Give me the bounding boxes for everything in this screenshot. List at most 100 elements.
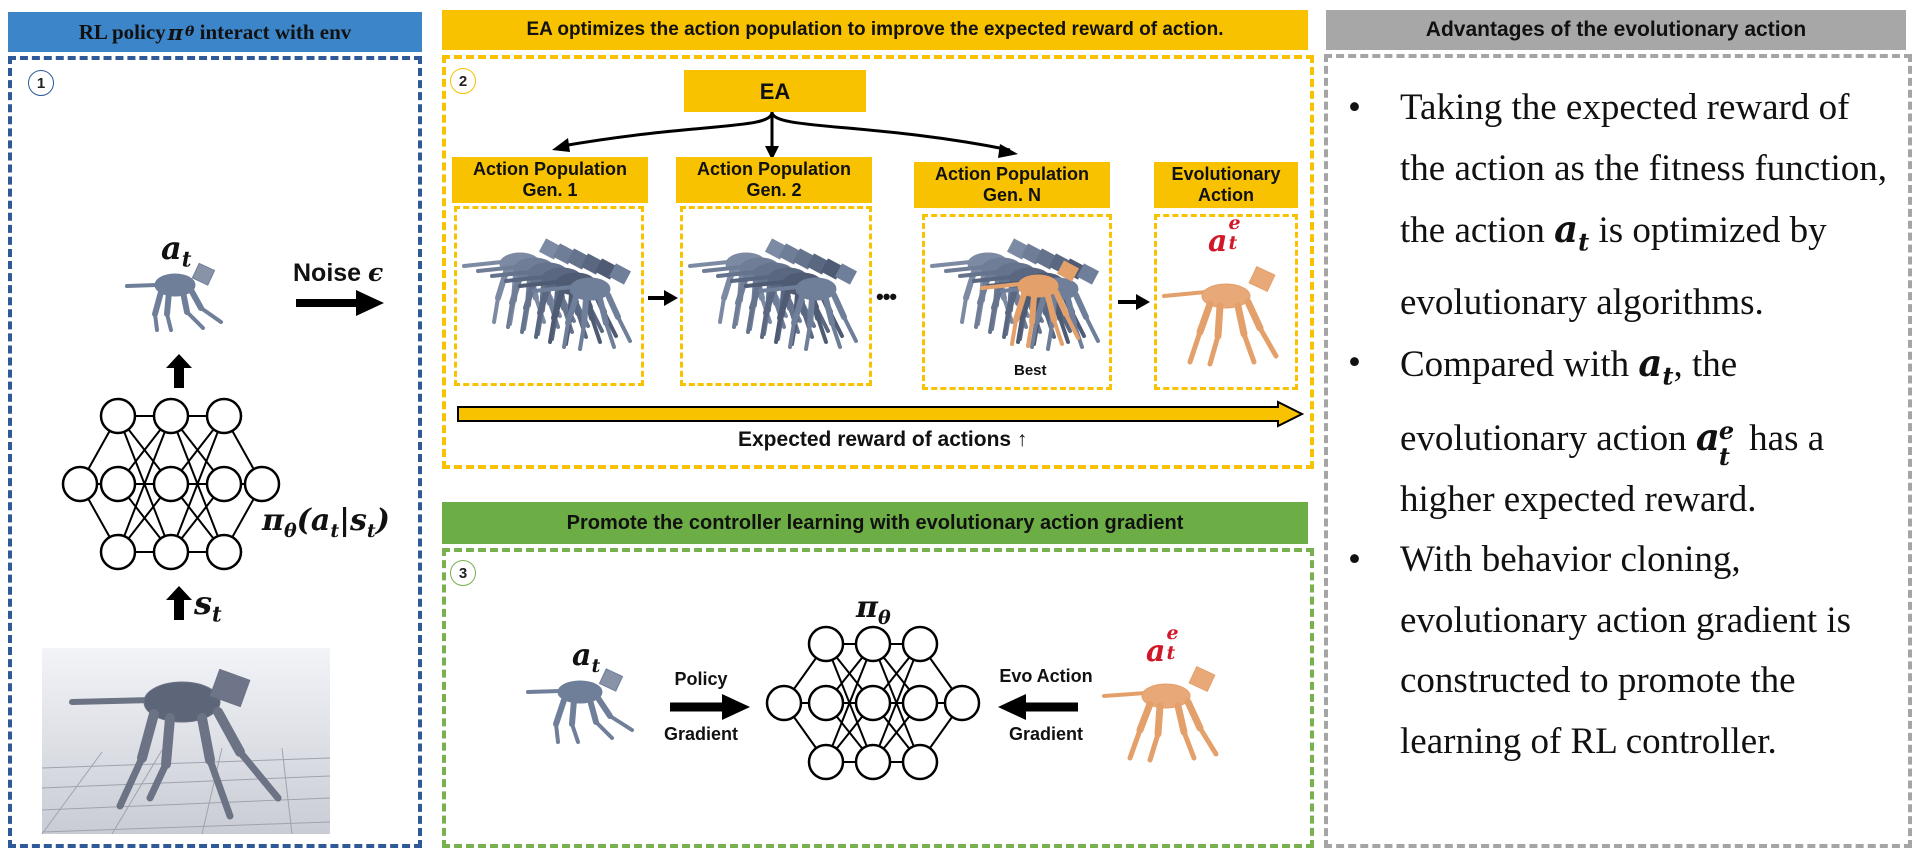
panel3-evo-a: a bbox=[1146, 634, 1166, 669]
panel1-state-t: t bbox=[212, 601, 222, 627]
gen1-to-gen2-arrow bbox=[648, 290, 678, 306]
panel1-up-arrow-top bbox=[166, 354, 192, 388]
panel3-evo-t: t bbox=[1166, 642, 1176, 664]
bullet2-a: a bbox=[1638, 341, 1663, 386]
panel1-nn-neuron bbox=[205, 465, 243, 503]
panel1-policy-close: ) bbox=[375, 503, 390, 538]
bullet2-evo-t: t bbox=[1718, 442, 1731, 472]
panel3-policy-theta: θ bbox=[877, 607, 891, 629]
gen1-population-box bbox=[454, 206, 644, 386]
panel4-header: Advantages of the evolutionary action bbox=[1326, 10, 1906, 50]
panel2-evo-t: t bbox=[1228, 232, 1238, 254]
panel1-state-s: s bbox=[194, 584, 213, 622]
panel1-nn-neuron bbox=[152, 397, 190, 435]
panel3-header: Promote the controller learning with evo… bbox=[442, 502, 1308, 544]
panel1-state-symbol: st bbox=[194, 584, 222, 626]
panel1-header-prefix: RL policy bbox=[78, 19, 166, 44]
panel1-action-t: t bbox=[181, 246, 192, 272]
panel1-nn-neuron bbox=[205, 533, 243, 571]
panel1-nn-neuron bbox=[99, 533, 137, 571]
panel3-badge: 3 bbox=[450, 560, 476, 586]
genn-line1: Action Population bbox=[935, 164, 1089, 184]
bullet1-a: a bbox=[1554, 207, 1579, 251]
gen1-line1: Action Population bbox=[473, 159, 627, 179]
evo-action-line2: Action bbox=[1198, 185, 1254, 205]
panel1-neural-network bbox=[61, 397, 281, 571]
panel1-frame bbox=[8, 56, 422, 848]
panel3-action-symbol: at bbox=[572, 638, 600, 677]
advantage-item: • Compared with at, the evolutionary act… bbox=[1348, 333, 1888, 530]
panel1-policy-label: πθ(at|st) bbox=[262, 503, 390, 542]
panel3-nn-neuron bbox=[854, 743, 892, 781]
panel3-nn-neuron bbox=[901, 684, 939, 722]
panel3-nn-neuron bbox=[854, 625, 892, 663]
panel1-action-symbol: at bbox=[161, 229, 191, 271]
reward-arrow bbox=[457, 400, 1305, 428]
panel3-nn-connection bbox=[872, 643, 921, 763]
panel1-up-arrow-bottom bbox=[166, 586, 192, 620]
panel1-nn-connection bbox=[170, 415, 225, 553]
panel1-nn-neuron bbox=[99, 397, 137, 435]
panel3-nn-neuron bbox=[901, 743, 939, 781]
gen2-robot-population bbox=[688, 238, 858, 351]
panel1-policy-s: s bbox=[350, 503, 367, 538]
pop1-robot bbox=[532, 263, 632, 351]
genn-robot-population bbox=[930, 238, 1100, 351]
panel3-nn-neuron bbox=[854, 684, 892, 722]
bullet1-text: Taking the expected reward of the action… bbox=[1400, 87, 1888, 251]
popn-best-robot bbox=[980, 260, 1080, 348]
panel1-policy-theta: θ bbox=[283, 520, 297, 542]
evo-gradient-arrow bbox=[998, 694, 1078, 720]
panel3-frame bbox=[442, 548, 1314, 848]
reward-label: Expected reward of actions ↑ bbox=[738, 428, 1028, 451]
panel3-nn-neuron bbox=[807, 743, 845, 781]
bullet-marker: • bbox=[1348, 342, 1361, 384]
evo-gradient-line2: Gradient bbox=[1008, 724, 1083, 744]
bullet2-mid: , the evolutionary action bbox=[1400, 344, 1738, 460]
panel1-header-theta: θ bbox=[185, 24, 195, 40]
panel3-evo-e: e bbox=[1166, 622, 1179, 644]
panel3-policy-pi: π bbox=[856, 590, 878, 625]
panel1-policy-bar: | bbox=[339, 503, 351, 538]
panel1-nn-neuron bbox=[99, 465, 137, 503]
panel2-badge: 2 bbox=[450, 68, 476, 94]
population-ellipsis: ••• bbox=[876, 284, 897, 309]
panel3-nn-neuron bbox=[807, 625, 845, 663]
evo-action-box bbox=[1154, 214, 1298, 390]
panel1-badge: 1 bbox=[28, 70, 54, 96]
gen2-population-box bbox=[680, 206, 872, 386]
panel2-evo-a: a bbox=[1208, 224, 1228, 259]
ea-branch-arrows bbox=[552, 111, 1018, 160]
gen2-line2: Gen. 2 bbox=[746, 180, 802, 200]
panel1-nn-neuron bbox=[152, 533, 190, 571]
panel1-policy-pi: π bbox=[262, 503, 284, 538]
panel1-action-robot bbox=[125, 262, 223, 332]
genn-line2: Gen. N bbox=[982, 185, 1041, 205]
policy-gradient-line2: Gradient bbox=[663, 724, 738, 744]
bullet1-t: t bbox=[1578, 227, 1590, 257]
panel1-policy-s-t: t bbox=[366, 520, 376, 542]
panel3-evo-robot bbox=[1102, 665, 1219, 763]
policy-gradient-arrow bbox=[670, 694, 750, 720]
evo-gradient-label-2: Gradient bbox=[986, 724, 1106, 745]
panel2-header: EA optimizes the action population to im… bbox=[442, 10, 1308, 50]
evo-gradient-label: Evo Action bbox=[986, 666, 1106, 687]
bullet1-end: is optimized by evolutionary algorithms. bbox=[1400, 210, 1827, 323]
panel1-noise-label: Noise ϵ bbox=[293, 258, 383, 288]
bullet2-evo-e: e bbox=[1718, 416, 1735, 446]
panel1-policy-open: ( bbox=[296, 503, 311, 538]
panel1-action-a: a bbox=[161, 229, 182, 267]
policy-gradient-label-2: Gradient bbox=[656, 724, 746, 745]
bullet2-t: t bbox=[1662, 361, 1674, 391]
panel3-neural-network bbox=[765, 625, 981, 781]
bullet2-evo-a: a bbox=[1695, 415, 1720, 460]
panel4-frame bbox=[1324, 54, 1912, 848]
panel1-environment-scene bbox=[41, 648, 331, 835]
gen1-robot-population bbox=[462, 238, 632, 351]
bullet1-symbol: at bbox=[1554, 207, 1589, 256]
